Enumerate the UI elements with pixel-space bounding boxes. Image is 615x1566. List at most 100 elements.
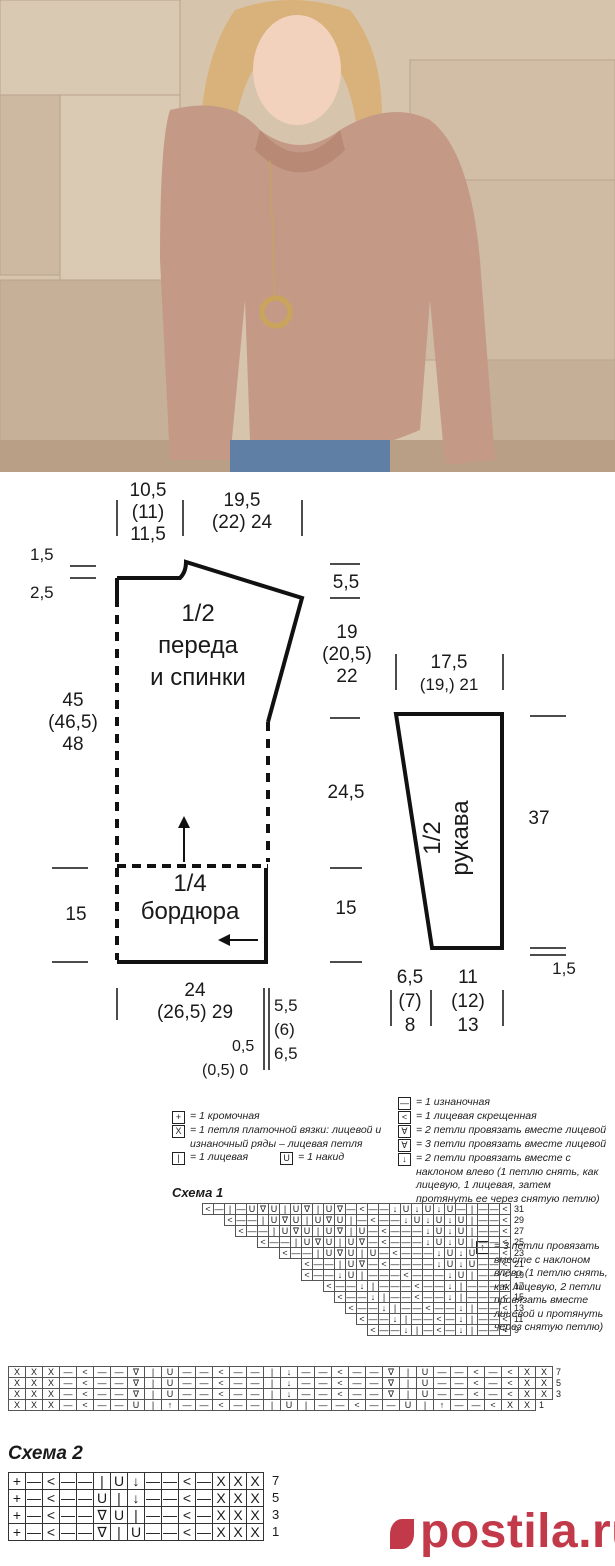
chart-cell: ↓: [455, 1324, 467, 1336]
chart-cell: —: [422, 1269, 434, 1281]
legend-item: <= 1 лицевая скрещенная: [398, 1110, 610, 1124]
watermark-text: postila.ru: [390, 1504, 615, 1559]
chart-cell: +: [8, 1472, 26, 1490]
chart-cell: U: [290, 1203, 302, 1215]
chart-cell-empty: [269, 1314, 280, 1325]
chart-cell-empty: [247, 1248, 258, 1259]
chart-cell: ∇: [382, 1377, 400, 1389]
chart-cell: X: [25, 1388, 43, 1400]
chart-cell: U: [93, 1489, 111, 1507]
chart-cell: <: [378, 1258, 390, 1270]
chart-cell: —: [297, 1377, 315, 1389]
chart-cell: |: [268, 1225, 280, 1237]
chart-cell: <: [467, 1366, 485, 1378]
chart-cell: —: [389, 1214, 401, 1226]
row-number: 31: [514, 1204, 525, 1214]
chart-cell: ↓: [433, 1203, 445, 1215]
chart-cell: U: [323, 1236, 335, 1248]
chart-cell-empty: [182, 1204, 192, 1215]
chart-cell: —: [382, 1399, 400, 1411]
chart-cell: —: [246, 1377, 264, 1389]
chart-row: <——↓|——<——↓|———<15: [172, 1291, 524, 1303]
chart-cell: |: [466, 1324, 478, 1336]
chart-cell: —: [400, 1236, 412, 1248]
chart-cell: X: [518, 1366, 536, 1378]
chart-cell: X: [25, 1366, 43, 1378]
chart-cell-empty: [236, 1237, 247, 1248]
legend-item: ∀= 3 петли провязать вместе лицевой: [398, 1138, 610, 1152]
chart-cell: —: [400, 1280, 412, 1292]
chart-cell-empty: [335, 1314, 346, 1325]
chart-cell: <: [499, 1291, 511, 1303]
row-number: 27: [514, 1226, 525, 1236]
chart-cell: —: [195, 1489, 213, 1507]
chart-cell: U: [301, 1225, 313, 1237]
chart-cell-empty: [280, 1292, 291, 1303]
chart-cell-empty: [302, 1303, 313, 1314]
chart-cell: ↓: [389, 1313, 401, 1325]
chart-cell: <: [378, 1236, 390, 1248]
chart-cell: |: [334, 1236, 346, 1248]
chart-row: <—|—U∇U|U∇|U∇—<——↓U↓U↓U—|——<31: [172, 1203, 525, 1215]
chart-cell: —: [477, 1269, 489, 1281]
chart-cell: ↓: [356, 1280, 368, 1292]
chart-cell: —: [229, 1366, 247, 1378]
chart-cell: —: [389, 1324, 401, 1336]
chart-cell: —: [365, 1377, 383, 1389]
chart-cell: <: [501, 1366, 519, 1378]
chart-cell: X: [8, 1377, 26, 1389]
chart-cell-empty: [313, 1303, 324, 1314]
chart-cell: <: [499, 1324, 511, 1336]
chart-cell: ∇: [290, 1225, 302, 1237]
chart-cell-empty: [192, 1303, 203, 1314]
chart-cell: <: [323, 1280, 335, 1292]
chart-cell: U: [444, 1258, 456, 1270]
chart-cell: —: [378, 1214, 390, 1226]
chart-cell: <: [499, 1247, 511, 1259]
chart-cell-empty: [258, 1292, 269, 1303]
chart-cell-empty: [225, 1314, 236, 1325]
row-number: 19: [514, 1270, 525, 1280]
chart-cell: —: [297, 1388, 315, 1400]
chart-cell-empty: [214, 1325, 225, 1336]
chart-cell: |: [312, 1225, 324, 1237]
chart-cell: |: [466, 1225, 478, 1237]
chart-cell: —: [246, 1225, 258, 1237]
chart-cell: X: [8, 1366, 26, 1378]
chart-row: <——↓|——<——↓|——<13: [172, 1302, 524, 1314]
chart-row: <——↓|—<—↓|——<9: [172, 1324, 524, 1336]
chart-cell-empty: [291, 1303, 302, 1314]
chart-cell: ∇: [382, 1366, 400, 1378]
dim-side-b-bottom: (0,5) 0: [202, 1062, 249, 1079]
twisted-knit-icon: <: [398, 1111, 411, 1124]
chart-cell: —: [314, 1399, 332, 1411]
chart-cell: |: [367, 1280, 379, 1292]
chart-cell-empty: [203, 1270, 214, 1281]
chart-cell: —: [161, 1489, 179, 1507]
chart-cell: |: [110, 1523, 128, 1541]
chart-cell: —: [213, 1203, 225, 1215]
chart-cell: —: [455, 1203, 467, 1215]
chart-cell: U: [334, 1214, 346, 1226]
chart-cell: <: [433, 1313, 445, 1325]
chart-cell: U: [416, 1366, 434, 1378]
knit-stitch-icon: |: [172, 1152, 185, 1165]
chart-cell: —: [356, 1302, 368, 1314]
chart-cell: —: [477, 1324, 489, 1336]
chart-cell: —: [477, 1236, 489, 1248]
chart-cell: —: [25, 1489, 43, 1507]
legend-item: ↓= 2 петли провязать вместе с наклоном в…: [398, 1152, 610, 1206]
chart-cell-empty: [182, 1281, 192, 1292]
chart-cell: U: [466, 1258, 478, 1270]
chart-cell-empty: [214, 1314, 225, 1325]
chart-cell: |: [263, 1377, 281, 1389]
chart-cell: |: [257, 1214, 269, 1226]
chart-cell: ∇: [356, 1258, 368, 1270]
chart-cell: —: [400, 1291, 412, 1303]
chart-cell: U: [444, 1203, 456, 1215]
chart-cell: —: [59, 1506, 77, 1524]
dim-sleeve-left-bottom: 6,5 (7) 8: [396, 967, 424, 1036]
chart-cell: —: [367, 1203, 379, 1215]
chart-cell: U: [400, 1203, 412, 1215]
